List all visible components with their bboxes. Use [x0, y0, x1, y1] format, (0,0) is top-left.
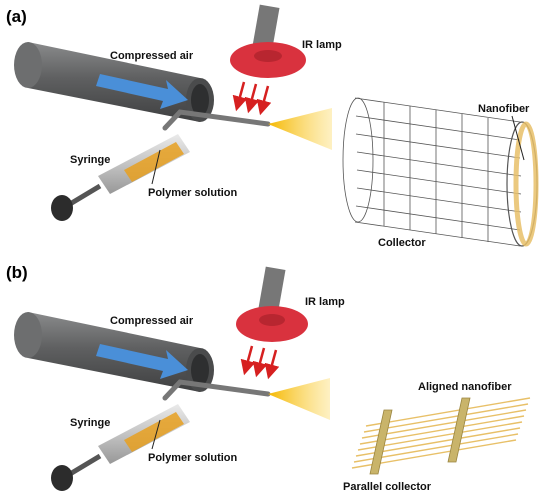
- fiber-jet-cone: [268, 108, 332, 150]
- panel-a: (a) Compressed air Syringe Polymer solut…: [6, 4, 539, 249]
- fiber-jet-cone-b: [268, 378, 330, 420]
- nanofiber-ring: [513, 121, 539, 247]
- collector-bar-left: [369, 409, 393, 475]
- collector-bar-right: [447, 397, 471, 463]
- panel-a-tag: (a): [6, 7, 27, 26]
- aligned-nanofiber-label: Aligned nanofiber: [418, 381, 512, 393]
- nanofiber-label: Nanofiber: [478, 103, 530, 115]
- air-flow-arrow-b: [96, 344, 188, 379]
- polymer-leader-line-b: [151, 419, 161, 450]
- syringe-label: Syringe: [70, 154, 110, 166]
- collector-label: Collector: [378, 237, 426, 249]
- panel-b: (b) Compressed air Syringe Polymer solut…: [6, 263, 531, 493]
- panel-b-tag: (b): [6, 263, 28, 282]
- ir-lamp-label: IR lamp: [302, 39, 342, 51]
- polymer-solution-fill: [124, 142, 184, 182]
- plunger-knob: [51, 195, 73, 221]
- compressed-air-label-b: Compressed air: [110, 315, 194, 327]
- ir-rays-b: [240, 345, 280, 380]
- ir-rays: [232, 81, 272, 116]
- ir-lamp-label-b: IR lamp: [305, 296, 345, 308]
- compressed-air-label: Compressed air: [110, 50, 194, 62]
- air-flow-arrow: [96, 74, 188, 109]
- drum-collector: [342, 97, 538, 247]
- nanofiber-leader-line: [511, 115, 525, 161]
- ir-lamp-b: [236, 266, 308, 342]
- parallel-collector: [351, 397, 531, 475]
- syringe-label-b: Syringe: [70, 417, 110, 429]
- polymer-solution-label-b: Polymer solution: [148, 452, 238, 464]
- polymer-leader-line: [151, 149, 161, 185]
- polymer-solution-fill-b: [124, 412, 184, 452]
- needle-b: [162, 379, 271, 401]
- syringe: [51, 134, 190, 221]
- syringe-b: [51, 404, 190, 491]
- parallel-collector-label: Parallel collector: [343, 481, 432, 493]
- plunger-knob-b: [51, 465, 73, 491]
- ir-lamp: [230, 4, 306, 78]
- needle: [162, 109, 271, 131]
- polymer-solution-label: Polymer solution: [148, 187, 238, 199]
